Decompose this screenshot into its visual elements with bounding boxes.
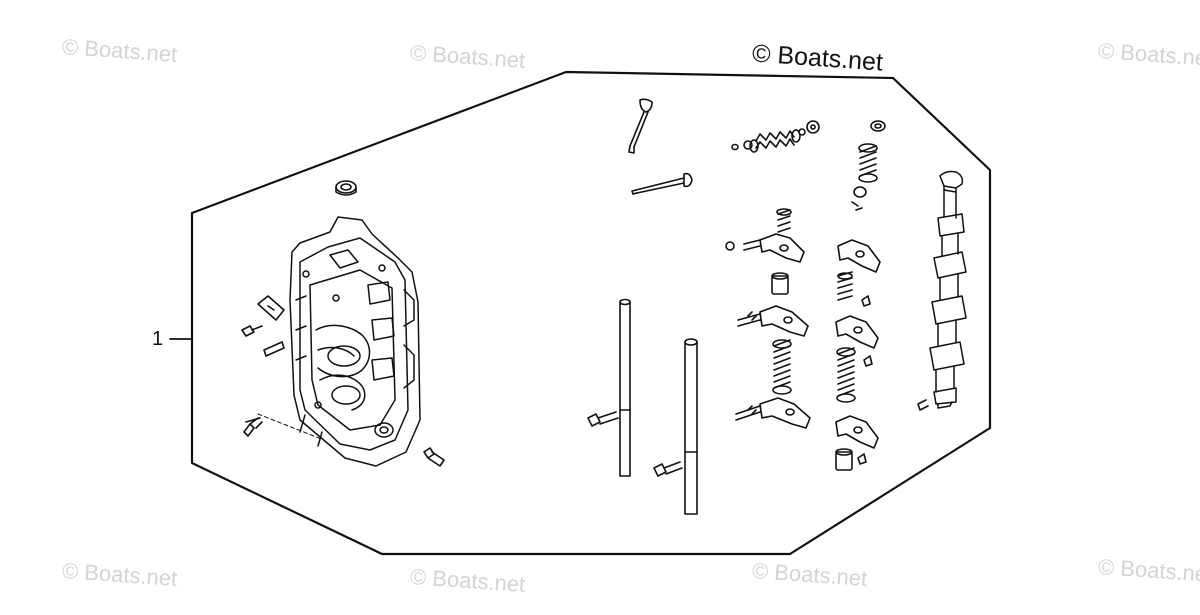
rocker-arm-1	[725, 208, 805, 263]
valve-spring-set-vertical	[851, 120, 886, 211]
dowel-pin-left	[263, 341, 285, 357]
cylinder-head	[289, 216, 421, 467]
exhaust-valve	[631, 172, 693, 195]
adjuster-2	[747, 405, 757, 415]
bolt-left	[241, 325, 263, 337]
rocker-arm-4	[837, 239, 881, 307]
rocker-arm-3	[735, 339, 811, 429]
adjuster-1	[747, 311, 757, 321]
stud-bolt-left	[243, 417, 263, 437]
rocker-arm-6	[835, 415, 879, 471]
valve-spring-set-top	[731, 120, 820, 153]
oil-seal-top	[335, 180, 357, 196]
push-rod-long	[619, 298, 631, 477]
camshaft-pin	[917, 399, 929, 411]
bolt-bottom	[423, 447, 445, 467]
bolt-rod-1	[587, 411, 619, 427]
camshaft	[929, 170, 967, 409]
rocker-arm-2	[737, 272, 809, 337]
bolt-rod-2	[653, 461, 683, 477]
intake-valve	[628, 98, 653, 154]
gasket-plate	[257, 295, 285, 321]
rocker-arm-5	[835, 315, 879, 403]
push-rod-short	[684, 338, 698, 515]
callout-label-1[interactable]: 1	[152, 328, 164, 350]
dashed-guide-line	[257, 413, 325, 441]
assembly-outline	[190, 70, 992, 556]
